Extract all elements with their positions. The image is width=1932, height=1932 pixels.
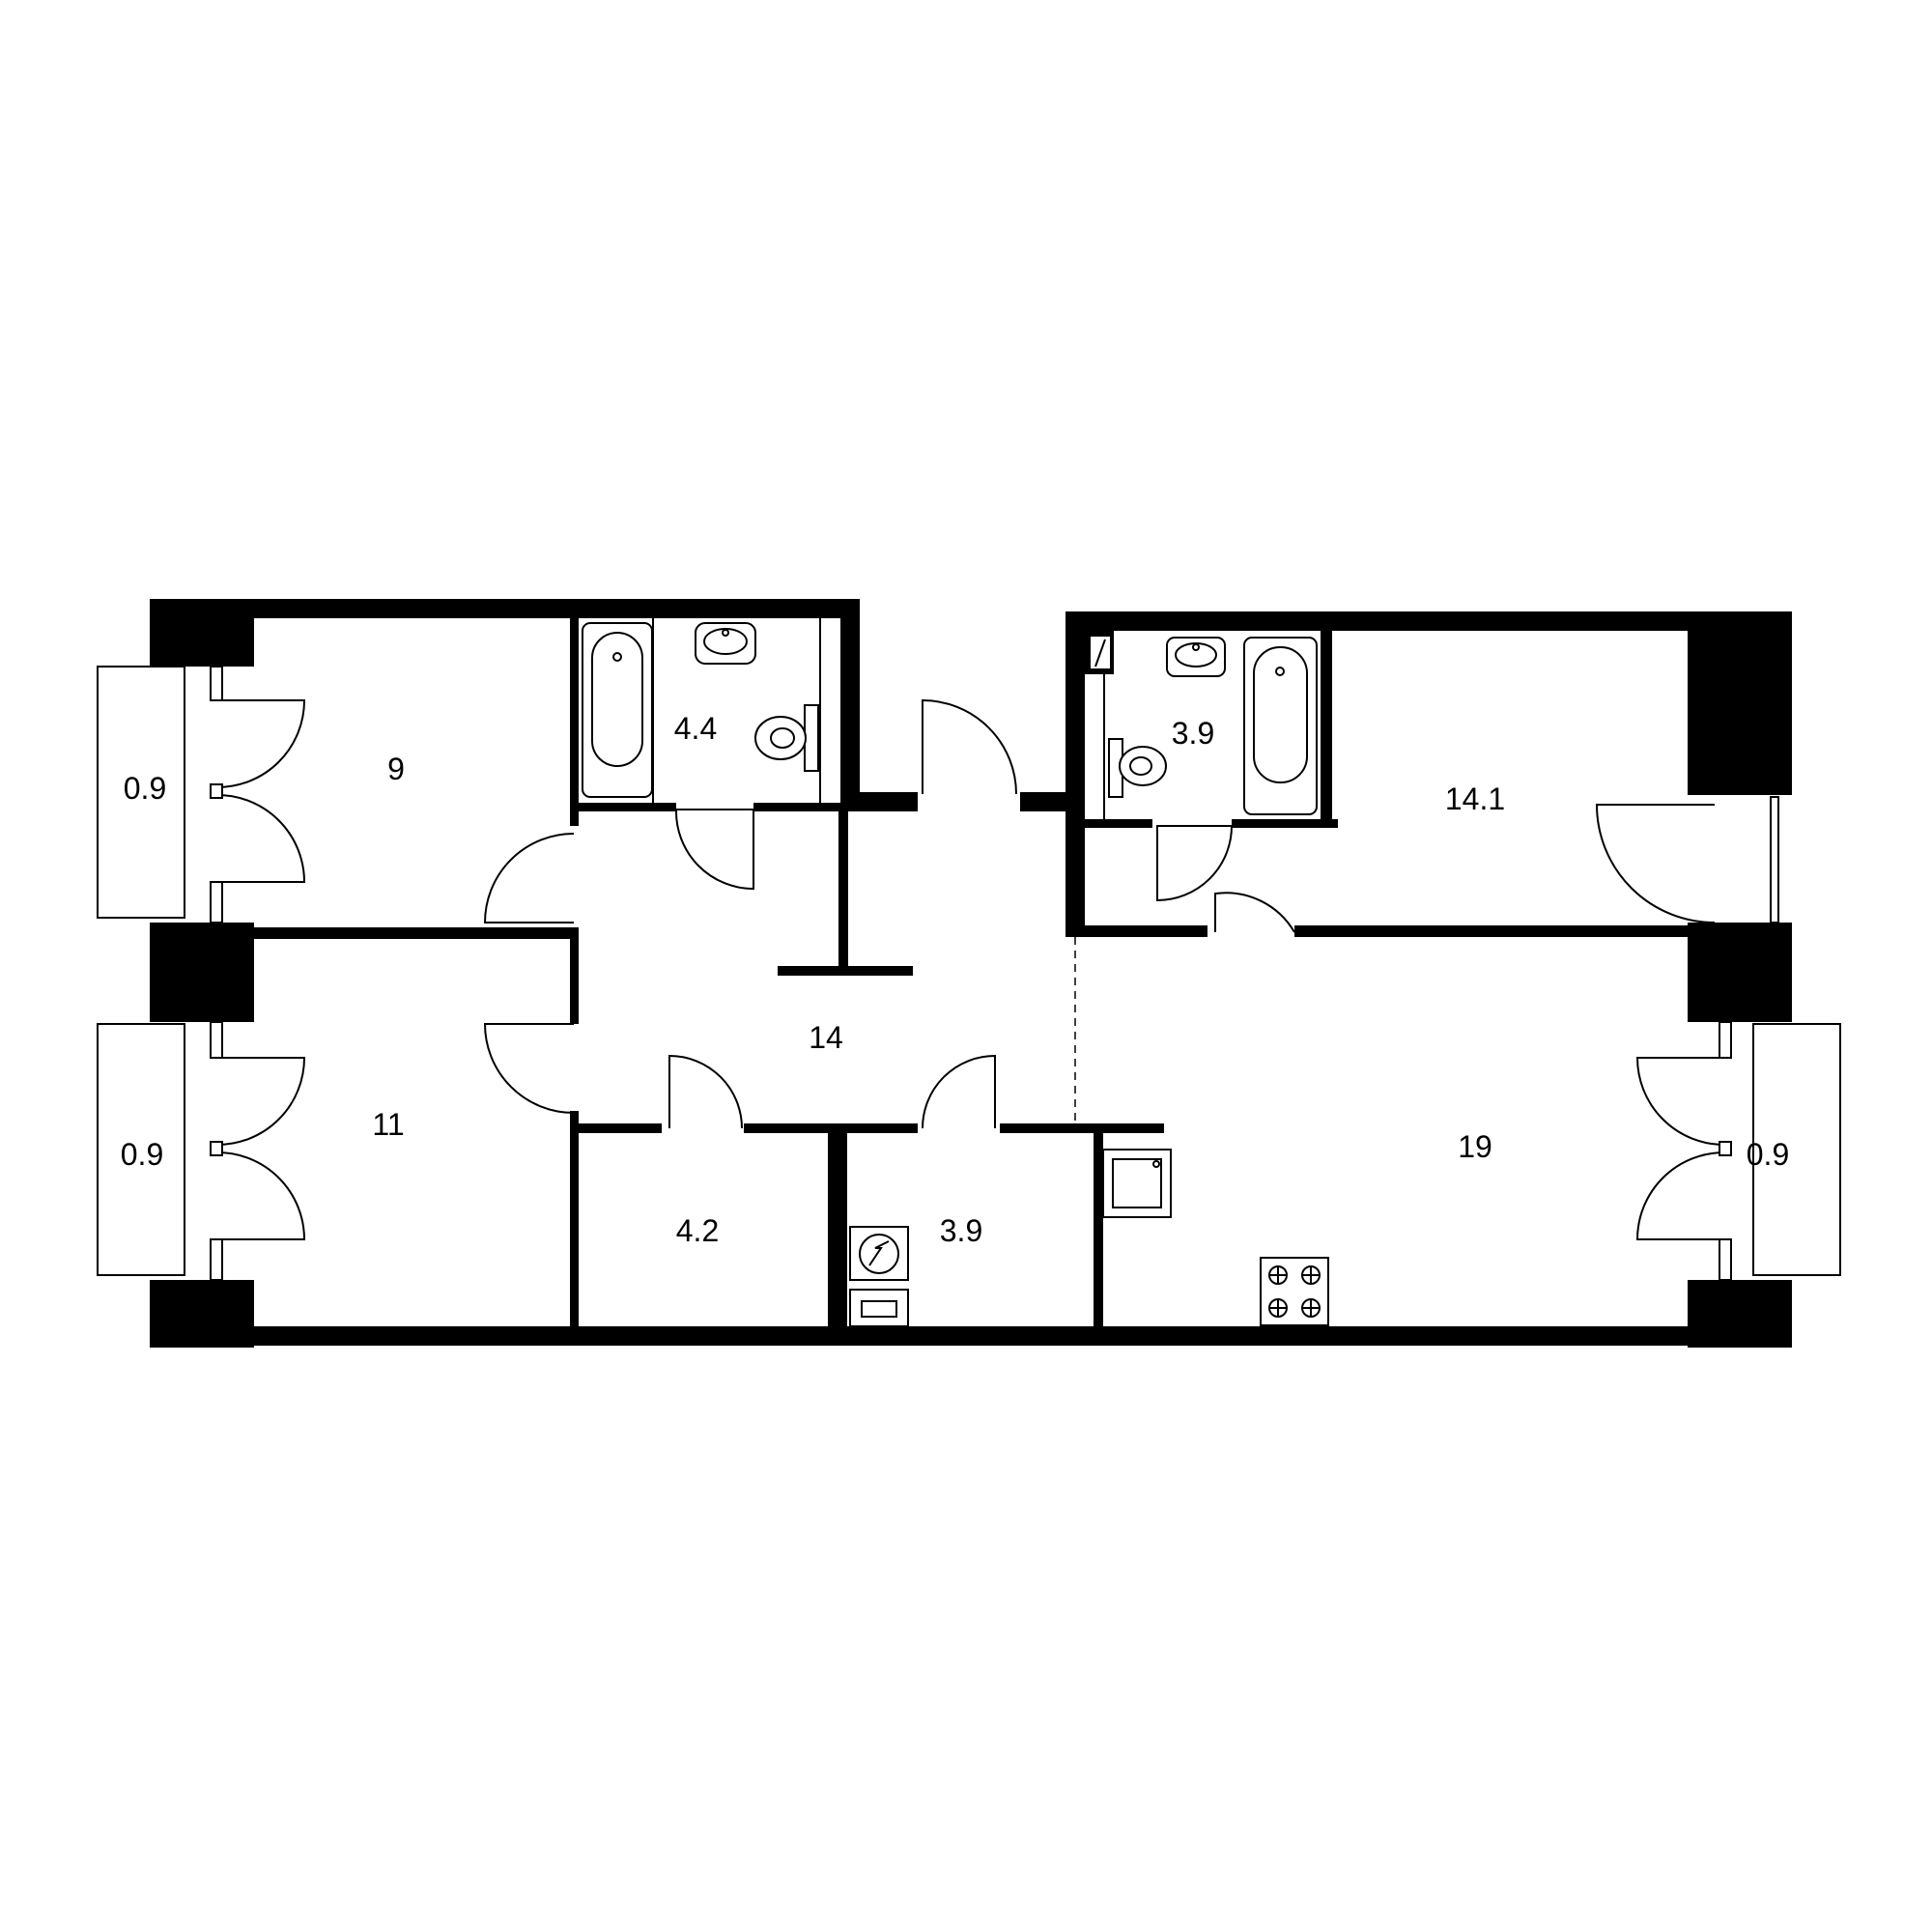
door-entrance [922,698,1017,795]
door-jamb [210,666,223,701]
room-area-label: 19 [1458,1129,1492,1164]
balcony-left-top-outline [97,666,185,919]
room-area-label: 4.4 [674,711,717,746]
wall-bath-bottom-b [753,803,850,811]
door-jamb [210,881,223,923]
wall-top-left [150,599,860,618]
door-balcony-left-top-lower [216,794,306,883]
door-bathroom-right [1156,825,1234,902]
wall-kitchen-top-stub [1067,1123,1164,1133]
room-area-label: 3.9 [1172,716,1214,751]
area-labels: 9 11 4.4 14 4.2 3.9 3.9 14.1 19 0.9 0.9 … [121,711,1789,1248]
wall-right-bath-right [1321,631,1332,828]
wall-bedroom-right-bottom-b [1294,925,1690,937]
door-balcony-right-upper [1635,1057,1725,1146]
wall-hall-left-stub [570,927,579,1024]
column [1688,611,1792,795]
column [1688,923,1792,1022]
wall-hall-partition-base [778,966,913,976]
wall-laundry-right [1094,1128,1103,1328]
wall-bedroom-divider [254,927,578,939]
door-laundry [922,1054,996,1129]
door-bedroom-left-bottom [483,1023,575,1114]
wall-right-bath-bottom-a [1085,819,1152,828]
sink-icon [1166,637,1226,677]
door-balcony-left-top-upper [216,699,306,788]
wall-hall-partition [838,811,848,966]
walls [150,599,1792,1348]
balcony-area-label: 0.9 [1747,1137,1789,1172]
room-area-label: 14 [809,1020,843,1055]
wall-laundry-top [1000,1123,1067,1133]
water-heater-icon [849,1289,909,1327]
balcony-right-outline [1752,1023,1841,1276]
wall-bath-left-side [570,618,579,826]
toilet-icon [1108,738,1167,798]
window-right-upper [1770,796,1779,923]
door-jamb [210,1238,223,1281]
door-bedroom-right [1214,892,1295,933]
door-jamb [1719,1021,1732,1059]
wall-storage-left [570,1111,579,1328]
bathtub-icon [1243,637,1318,815]
wall-bath-right-side [840,599,860,802]
wall-bedroom-right-bottom-a [1065,925,1208,937]
wall-laundry-left [828,1123,847,1328]
door-balcony-left-bottom-upper [216,1057,306,1146]
wall-hall-top-a [840,792,918,811]
water-heater-icon [1089,635,1112,670]
wall-hall-top-b [1020,792,1073,811]
kitchen-sink-icon [1102,1149,1172,1218]
stove-icon [1260,1257,1329,1326]
room-area-label: 14.1 [1445,781,1505,816]
balcony-area-label: 0.9 [121,1137,163,1172]
door-bedroom-left-top [483,833,575,923]
wall-top-right [1065,611,1790,631]
sink-icon [695,622,756,665]
room-area-label: 11 [372,1107,404,1142]
door-jamb [210,1141,223,1156]
bathtub-icon [582,622,653,798]
washing-machine-icon [849,1226,909,1281]
door-balcony-right-bedroom [1595,804,1716,923]
toilet-icon [754,704,819,772]
door-balcony-right-lower [1635,1151,1725,1240]
doors [210,666,1732,1281]
door-jamb [1719,1238,1732,1281]
room-area-label: 3.9 [940,1213,982,1248]
balcony-area-label: 0.9 [124,771,166,806]
door-jamb [210,783,223,799]
wall-right-bath-bottom-b [1232,819,1338,828]
door-balcony-left-bottom-lower [216,1151,306,1240]
wall-right-hall-left [1065,611,1085,935]
room-area-label: 9 [387,752,405,786]
door-storage [668,1054,743,1129]
wall-bottom [150,1326,1792,1346]
door-bathroom-left [674,809,754,891]
balcony-left-bottom-outline [97,1023,185,1276]
wall-bath-bottom-a [570,803,676,811]
fixtures [582,618,1329,1327]
balconies [97,666,1841,1276]
wall-storage-top-a [570,1123,662,1133]
door-jamb [210,1021,223,1059]
door-jamb [1719,1141,1732,1156]
room-area-label: 4.2 [676,1213,719,1248]
column [150,923,254,1022]
